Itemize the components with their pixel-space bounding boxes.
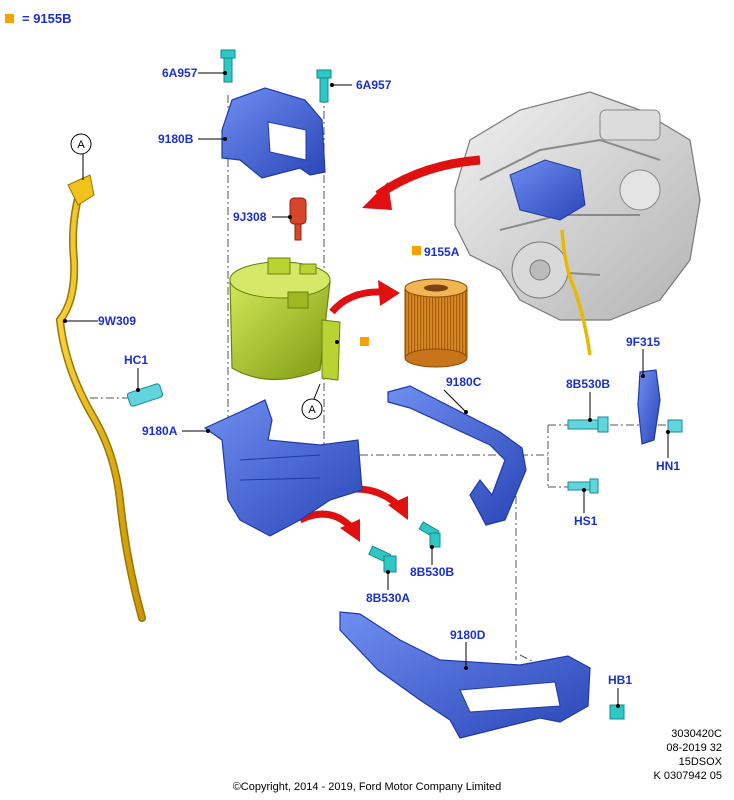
bracket-9180D (339, 611, 591, 739)
clip-HC1 (126, 383, 164, 407)
leader-lines (65, 72, 669, 706)
legend-marker-9155A (412, 246, 421, 255)
bolt-8B530A (368, 545, 397, 573)
callout-HC1: HC1 (124, 353, 148, 367)
svg-text:A: A (77, 139, 85, 151)
leader-dots (63, 71, 670, 708)
reference-circle-A-top: A (70, 133, 92, 155)
stamp-line-1: 3030420C (671, 728, 722, 740)
screw-HS1 (567, 478, 599, 494)
callout-HS1: HS1 (574, 514, 598, 528)
dipstick-tube-9W309 (55, 174, 146, 622)
svg-text:A: A (308, 404, 316, 416)
callout-8B530B-top: 8B530B (566, 377, 610, 391)
callout-9180A: 9180A (142, 424, 178, 438)
callout-9155A: 9155A (424, 245, 460, 259)
reference-circle-A-mid: A (301, 398, 323, 420)
callout-8B530B-bottom: 8B530B (410, 565, 454, 579)
nut-HN1 (667, 419, 683, 433)
copyright-notice: ©Copyright, 2014 - 2019, Ford Motor Comp… (232, 781, 502, 793)
bracket-9180A (203, 399, 363, 537)
callout-9180B: 9180B (158, 132, 194, 146)
callout-6A957-right: 6A957 (356, 78, 392, 92)
big-arrow-head (362, 182, 392, 210)
drawing-stamp: 3030420C 08-2019 32 15DSOX K 0307942 05 (653, 727, 722, 783)
callout-6A957-left: 6A957 (162, 66, 198, 80)
callout-9F315: 9F315 (626, 335, 660, 349)
bolt-6A957-right (316, 69, 332, 103)
fuel-filter-housing (229, 257, 341, 381)
cover-9180B (221, 87, 326, 179)
callout-9J308: 9J308 (233, 210, 267, 224)
callout-9W309: 9W309 (98, 314, 136, 328)
callout-9180C: 9180C (446, 375, 482, 389)
bolt-8B530B-upper (567, 416, 609, 433)
callout-9180D: 9180D (450, 628, 486, 642)
legend-marker-on-filter (360, 337, 369, 346)
legend-text: = 9155B (22, 11, 72, 26)
red-arrows (298, 155, 481, 542)
bracket-9180C (387, 385, 527, 526)
stamp-line-4: K 0307942 05 (653, 770, 722, 782)
stamp-line-3: 15DSOX (678, 756, 722, 768)
callout-8B530A: 8B530A (366, 591, 410, 605)
sensor-9J308 (289, 197, 307, 241)
callout-HB1: HB1 (608, 673, 632, 687)
callout-HN1: HN1 (656, 459, 680, 473)
bolt-6A957-left (220, 49, 236, 83)
bracket-9F315 (637, 369, 661, 445)
stamp-line-2: 08-2019 32 (666, 742, 722, 754)
bolt-8B530B-lower (418, 521, 441, 548)
filter-element-9155A (404, 278, 468, 368)
legend-marker (5, 14, 14, 23)
engine-assembly (454, 91, 701, 356)
